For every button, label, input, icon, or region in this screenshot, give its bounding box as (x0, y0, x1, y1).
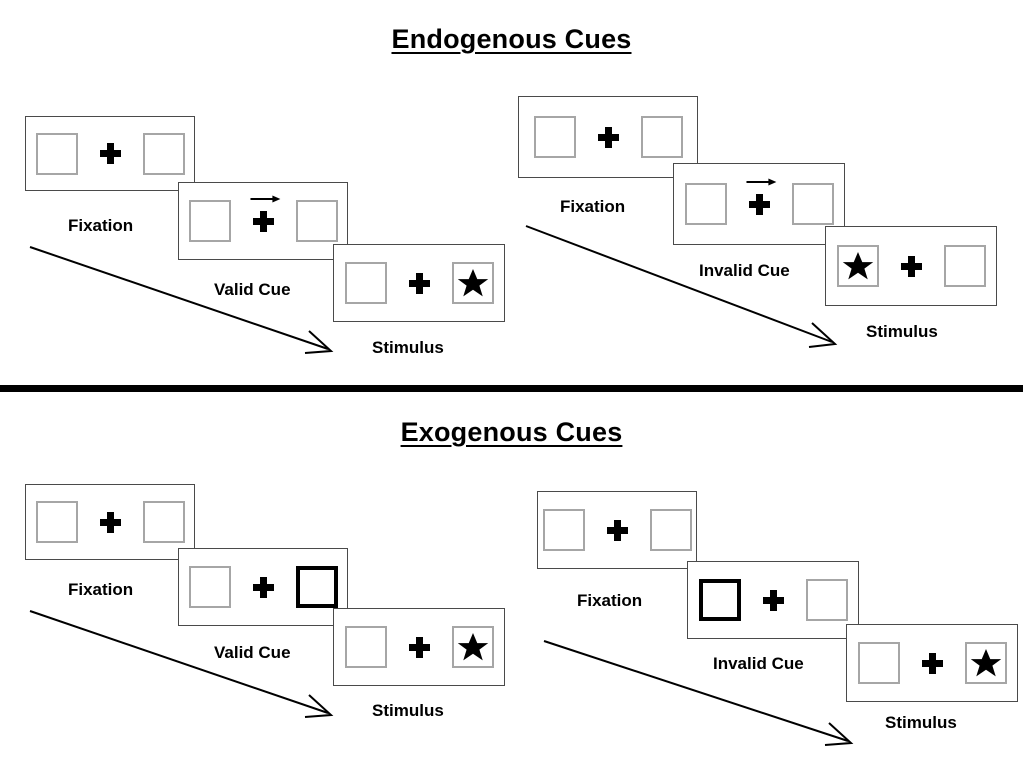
stim-box-right (805, 579, 848, 621)
fixation-cross-wrap (99, 143, 121, 164)
stim-box-left (857, 642, 900, 684)
caption-exogenous-valid-fixation: Fixation (68, 580, 134, 599)
fixation-cross-wrap (408, 636, 430, 658)
plus-cross-icon (748, 193, 770, 215)
stim-box-left (188, 566, 231, 608)
stim-box-left-cued (698, 579, 741, 621)
caption-endogenous-valid-cue: Valid Cue (214, 280, 291, 299)
plus-cross-icon (408, 636, 430, 658)
fixation-cross-wrap (597, 126, 619, 148)
panel-endogenous-invalid-cue (673, 163, 845, 245)
caption-endogenous-invalid-cue: Invalid Cue (699, 261, 790, 280)
timeline-arrow-endogenous-invalid (525, 225, 838, 348)
plus-cross-icon (99, 143, 121, 164)
stim-box-right-cued (295, 566, 338, 608)
caption-endogenous-invalid-fixation: Fixation (560, 197, 626, 216)
fixation-cross-wrap (99, 511, 121, 533)
right-arrow-icon (746, 178, 777, 185)
plus-cross-icon (99, 511, 121, 533)
timeline-arrow-exogenous-invalid (543, 640, 854, 746)
stim-box-left (533, 116, 576, 158)
star-icon (457, 633, 488, 661)
plus-cross-icon (252, 210, 274, 232)
stim-box-right (964, 642, 1007, 684)
star-icon (457, 269, 488, 297)
caption-exogenous-invalid-cue: Invalid Cue (713, 654, 804, 673)
section-divider (0, 385, 1023, 392)
right-arrow-icon (250, 195, 281, 202)
caption-exogenous-valid-stimulus: Stimulus (372, 701, 444, 720)
stim-box-left (344, 626, 387, 668)
timeline-arrow-endogenous-valid (29, 246, 334, 354)
stim-box-right (791, 183, 834, 225)
caption-endogenous-valid-fixation: Fixation (68, 216, 134, 235)
stim-box-right (640, 116, 683, 158)
stim-box-left (35, 501, 78, 543)
fixation-cross-wrap (762, 589, 784, 611)
stim-box-left (344, 262, 387, 304)
stim-box-right (142, 132, 185, 175)
stim-box-left (35, 132, 78, 175)
panel-exogenous-invalid-stimulus (846, 624, 1018, 702)
caption-exogenous-valid-cue: Valid Cue (214, 643, 291, 662)
section-title-exogenous: Exogenous Cues (400, 417, 623, 447)
stim-box-left (188, 200, 231, 242)
caption-exogenous-invalid-fixation: Fixation (577, 591, 643, 610)
stim-box-right (943, 245, 986, 287)
panel-exogenous-valid-cue (178, 548, 348, 626)
plus-cross-icon (597, 126, 619, 148)
stim-box-right (649, 509, 692, 551)
panel-endogenous-invalid-stimulus (825, 226, 997, 306)
fixation-cross-wrap (606, 519, 628, 541)
plus-cross-icon (762, 589, 784, 611)
star-icon (842, 252, 873, 280)
stim-box-right (451, 626, 494, 668)
fixation-cross-wrap (921, 652, 943, 674)
panel-exogenous-invalid-fixation (537, 491, 697, 569)
panel-exogenous-invalid-cue (687, 561, 859, 639)
section-title-endogenous: Endogenous Cues (391, 24, 632, 54)
fixation-cross-wrap (408, 272, 430, 294)
fixation-cross-wrap (252, 576, 274, 598)
stim-box-right (451, 262, 494, 304)
caption-endogenous-invalid-stimulus: Stimulus (866, 322, 938, 341)
stim-box-left (542, 509, 585, 551)
plus-cross-icon (408, 272, 430, 294)
panel-endogenous-valid-cue (178, 182, 348, 260)
stim-box-right (142, 501, 185, 543)
panel-endogenous-valid-fixation (25, 116, 195, 191)
fixation-cross-wrap (900, 255, 922, 277)
stim-box-left (684, 183, 727, 225)
caption-endogenous-valid-stimulus: Stimulus (372, 338, 444, 357)
fixation-cross-wrap (250, 195, 281, 232)
plus-cross-icon (900, 255, 922, 277)
stim-box-right (295, 200, 338, 242)
panel-exogenous-valid-fixation (25, 484, 195, 560)
plus-cross-icon (252, 576, 274, 598)
caption-exogenous-invalid-stimulus: Stimulus (885, 713, 957, 732)
panel-endogenous-invalid-fixation (518, 96, 698, 178)
plus-cross-icon (606, 519, 628, 541)
stim-box-left (836, 245, 879, 287)
panel-exogenous-valid-stimulus (333, 608, 505, 686)
fixation-cross-wrap (746, 178, 777, 215)
plus-cross-icon (921, 652, 943, 674)
panel-endogenous-valid-stimulus (333, 244, 505, 322)
star-icon (970, 649, 1001, 677)
timeline-arrow-exogenous-valid (29, 610, 334, 718)
